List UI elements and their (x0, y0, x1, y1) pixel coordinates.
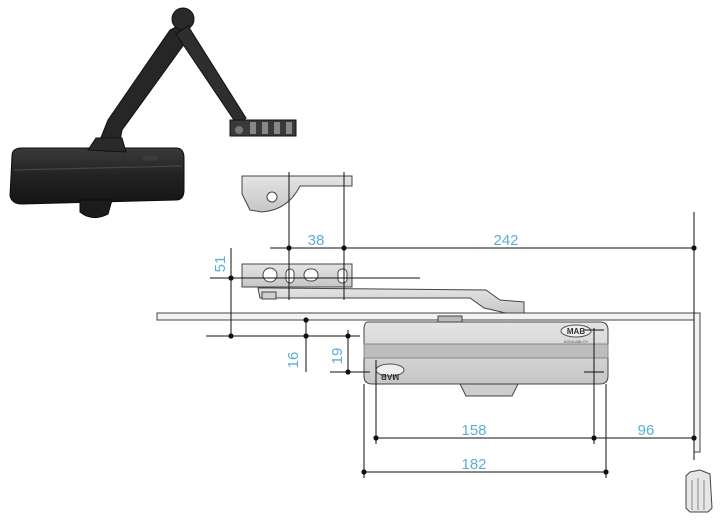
mab-subtitle: ASSA ABLOY (564, 339, 589, 344)
closer-body (9, 147, 185, 205)
dimension-158: 158 (461, 422, 486, 439)
dimension-38: 38 (308, 232, 325, 249)
closer-badge (142, 155, 158, 161)
dimension-points (228, 245, 697, 475)
mab-logo-bottom: MAB (381, 372, 399, 381)
technical-drawing (156, 175, 713, 513)
closer-forearm (175, 25, 247, 127)
closer-main-arm (95, 23, 191, 153)
closer-pinion (79, 199, 113, 218)
arm-shoe-profile (241, 175, 353, 213)
closer-arm-link (257, 287, 525, 315)
closer-arm-shoe (229, 119, 297, 137)
mab-logo-top: MAB (567, 327, 585, 336)
dimension-51: 51 (212, 256, 229, 273)
dimension-16: 16 (285, 352, 302, 369)
mounting-bracket (241, 263, 353, 288)
dimension-242: 242 (493, 232, 518, 249)
dimension-96: 96 (638, 422, 655, 439)
dimension-182: 182 (461, 456, 486, 473)
side-weight (685, 469, 713, 513)
dimension-lines (206, 172, 695, 478)
closer-elbow-joint (171, 7, 195, 31)
door-closer-photo (9, 7, 297, 218)
dimension-19: 19 (329, 348, 346, 365)
